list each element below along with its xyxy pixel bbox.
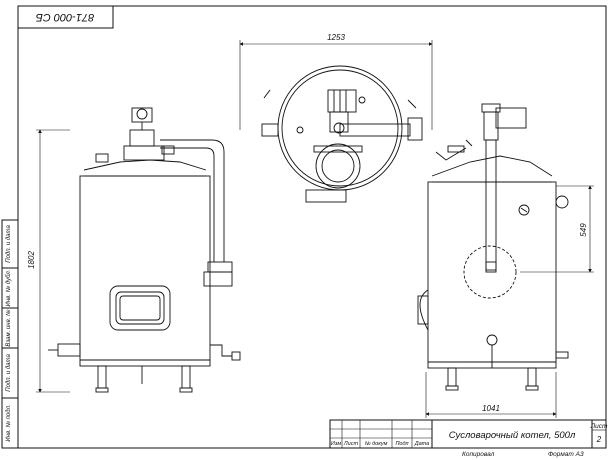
- top-view: [261, 65, 423, 203]
- stamp-header-izm: Изм: [331, 441, 341, 447]
- drawing-number: 871-000 СБ: [36, 11, 95, 23]
- footer-format: Формат А3: [548, 451, 584, 458]
- dim-base-width: 1041: [425, 372, 557, 418]
- side-stamp: Подп. и дата Инв. № дубл. Взам. инв. № П…: [1, 219, 19, 449]
- stamp-header-sign: Подп: [395, 441, 408, 447]
- dim-right-height: 549: [520, 185, 594, 273]
- side-field-2: Инв. № дубл.: [5, 270, 12, 307]
- front-view: [48, 107, 241, 393]
- side-field-3: Взам. инв. №: [5, 309, 12, 347]
- dim-top-width: 1253: [239, 33, 433, 130]
- sheet-label: Лист: [590, 423, 608, 430]
- dim-total-height-label: 1802: [27, 251, 36, 269]
- dim-total-height: 1802: [27, 129, 70, 393]
- side-field-4: Подп. и дата: [6, 354, 12, 392]
- stamp-header-date: Дата: [414, 441, 430, 447]
- side-field-1: Подп. и дата: [6, 225, 12, 263]
- dim-base-width-label: 1041: [482, 404, 500, 413]
- sheet-number: 2: [596, 435, 602, 444]
- side-field-5: Инв. № подл.: [5, 404, 12, 441]
- title-block: Изм Лист № докум Подп Дата Сусловарочный…: [329, 419, 608, 449]
- dim-top-width-label: 1253: [327, 33, 345, 42]
- side-view: [417, 103, 569, 391]
- footer-copied: Копировал: [462, 451, 495, 458]
- dim-right-height-label: 549: [579, 223, 588, 237]
- stamp-header-list: Лист: [343, 441, 359, 447]
- drawing-number-box: 871-000 СБ: [17, 5, 114, 29]
- document-title: Сусловарочный котел, 500л: [449, 430, 576, 441]
- stamp-header-doc: № докум: [365, 441, 388, 447]
